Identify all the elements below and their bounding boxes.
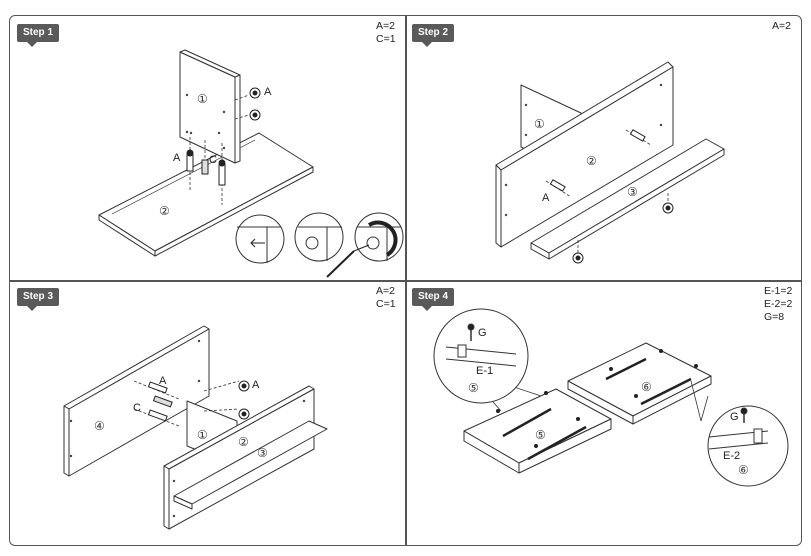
step-3-part-label-3: ③ xyxy=(257,446,268,460)
step-1-tag: Step 1 xyxy=(17,24,60,47)
step-4-qty-e2: E-2=2 xyxy=(764,298,793,310)
step-4-tag: Step 4 xyxy=(412,288,455,311)
step-4-panel: Step 4 E-1=2 E-2=2 G=8 ⑤ ⑥ xyxy=(406,281,802,546)
step-2-part-label-3: ③ xyxy=(627,185,638,199)
step-1-qty-a: A=2 xyxy=(376,20,395,32)
step-2-part-label-2: ② xyxy=(586,154,597,168)
callout-e1 xyxy=(433,308,529,404)
cam-bolt-icon xyxy=(147,381,173,422)
step-4-callout-2-bracket: E-2 xyxy=(723,450,740,462)
cam-bolt-icon xyxy=(186,149,226,186)
step-2-quantities: A=2 xyxy=(772,20,791,33)
step-3-hardware-a-left: A xyxy=(159,375,167,387)
step-1-hardware-a-top: A xyxy=(264,86,272,98)
step-3-tag: Step 3 xyxy=(17,288,60,311)
step-3-qty-c: C=1 xyxy=(376,298,396,310)
step-2-qty-a: A=2 xyxy=(772,20,791,32)
drawer-rails xyxy=(502,357,692,461)
step-4-quantities: E-1=2 E-2=2 G=8 xyxy=(764,285,792,324)
step-4-qty-e1: E-1=2 xyxy=(764,285,793,297)
divider-horizontal xyxy=(9,280,802,282)
cam-lock-icon xyxy=(238,380,250,420)
callout-e2 xyxy=(707,405,789,487)
step-4-part-label-6-board: ⑥ xyxy=(641,380,652,394)
cam-lock-icon xyxy=(572,202,674,264)
step-1-quantities: A=2 C=1 xyxy=(376,20,396,46)
step-4-diagram: ⑤ ⑥ G E-1 ⑤ G E-2 xyxy=(433,308,789,487)
step-2-hardware-a: A xyxy=(542,192,550,204)
screwdriver-icon xyxy=(326,244,370,278)
arrow-icon xyxy=(250,220,398,257)
step-3-hardware-a-right: A xyxy=(252,379,260,391)
step-2-tag: Step 2 xyxy=(412,24,455,47)
step-4-part-label-5-board: ⑤ xyxy=(535,428,546,442)
step-4-callout-1-screw: G xyxy=(478,327,487,339)
step-3-hardware-c: C xyxy=(133,402,141,414)
step-2-part-label-1: ① xyxy=(534,117,545,131)
cam-lock-icon xyxy=(249,87,261,121)
cam-bolt-icon xyxy=(549,129,646,192)
step-4-qty-g: G=8 xyxy=(764,311,785,323)
step-4-callout-2-part: ⑥ xyxy=(738,463,749,477)
step-3-part-label-4: ④ xyxy=(94,419,105,433)
step-1-qty-c: C=1 xyxy=(376,33,396,45)
step-3-part-label-1: ① xyxy=(197,428,208,442)
step-1-panel: Step 1 A=2 C=1 ① ② xyxy=(9,15,405,280)
step-3-diagram: ④ ① ② ③ A A C xyxy=(63,325,328,530)
step-4-callout-2-screw: G xyxy=(730,411,739,423)
step-4-callout-1-part: ⑤ xyxy=(468,381,479,395)
step-1-hardware-a-left: A xyxy=(173,152,181,164)
step-1-hardware-c: C xyxy=(209,154,217,166)
step-1-part-label-1: ① xyxy=(197,92,208,106)
step-1-diagram: ① ② A A C xyxy=(98,49,404,278)
step-3-part-label-2: ② xyxy=(238,435,249,449)
step-3-panel: Step 3 A=2 C=1 ④ ① ② ③ xyxy=(9,281,405,546)
step-2-diagram: ① ② ③ A xyxy=(495,61,725,264)
step-4-callout-1-bracket: E-1 xyxy=(476,365,493,377)
step-3-qty-a: A=2 xyxy=(376,285,395,297)
step-1-part-label-2: ② xyxy=(159,204,170,218)
screw-icon xyxy=(496,349,698,448)
step-2-panel: Step 2 A=2 ① ② ③ xyxy=(406,15,802,280)
step-3-quantities: A=2 C=1 xyxy=(376,285,396,311)
